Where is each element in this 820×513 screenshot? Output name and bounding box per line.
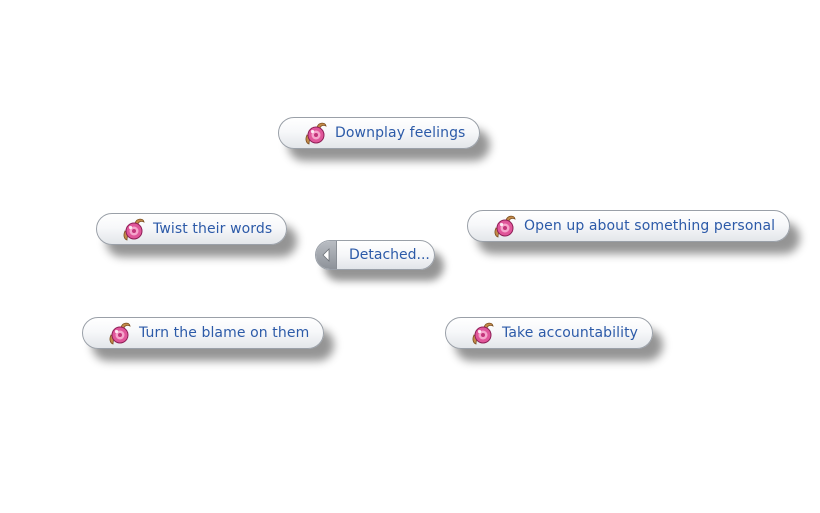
option-take-accountability[interactable]: Take accountability xyxy=(445,317,654,349)
option-label: Take accountability xyxy=(502,325,639,341)
mischief-interaction-icon xyxy=(109,322,131,345)
option-label: Twist their words xyxy=(153,221,273,237)
option-label: Turn the blame on them xyxy=(139,325,310,341)
option-turn-the-blame[interactable]: Turn the blame on them xyxy=(82,317,325,349)
mood-label: Detached... xyxy=(349,247,430,263)
mischief-interaction-icon xyxy=(494,215,516,238)
option-open-up-personal[interactable]: Open up about something personal xyxy=(467,210,791,242)
mischief-interaction-icon xyxy=(305,122,327,145)
back-arrow-icon[interactable] xyxy=(316,241,337,269)
option-label: Downplay feelings xyxy=(335,125,466,141)
mischief-interaction-icon xyxy=(472,322,494,345)
option-label: Open up about something personal xyxy=(524,218,776,234)
option-twist-their-words[interactable]: Twist their words xyxy=(96,213,288,245)
option-downplay-feelings[interactable]: Downplay feelings xyxy=(278,117,481,149)
mood-center-button[interactable]: Detached... xyxy=(315,240,435,270)
mischief-interaction-icon xyxy=(123,218,145,241)
